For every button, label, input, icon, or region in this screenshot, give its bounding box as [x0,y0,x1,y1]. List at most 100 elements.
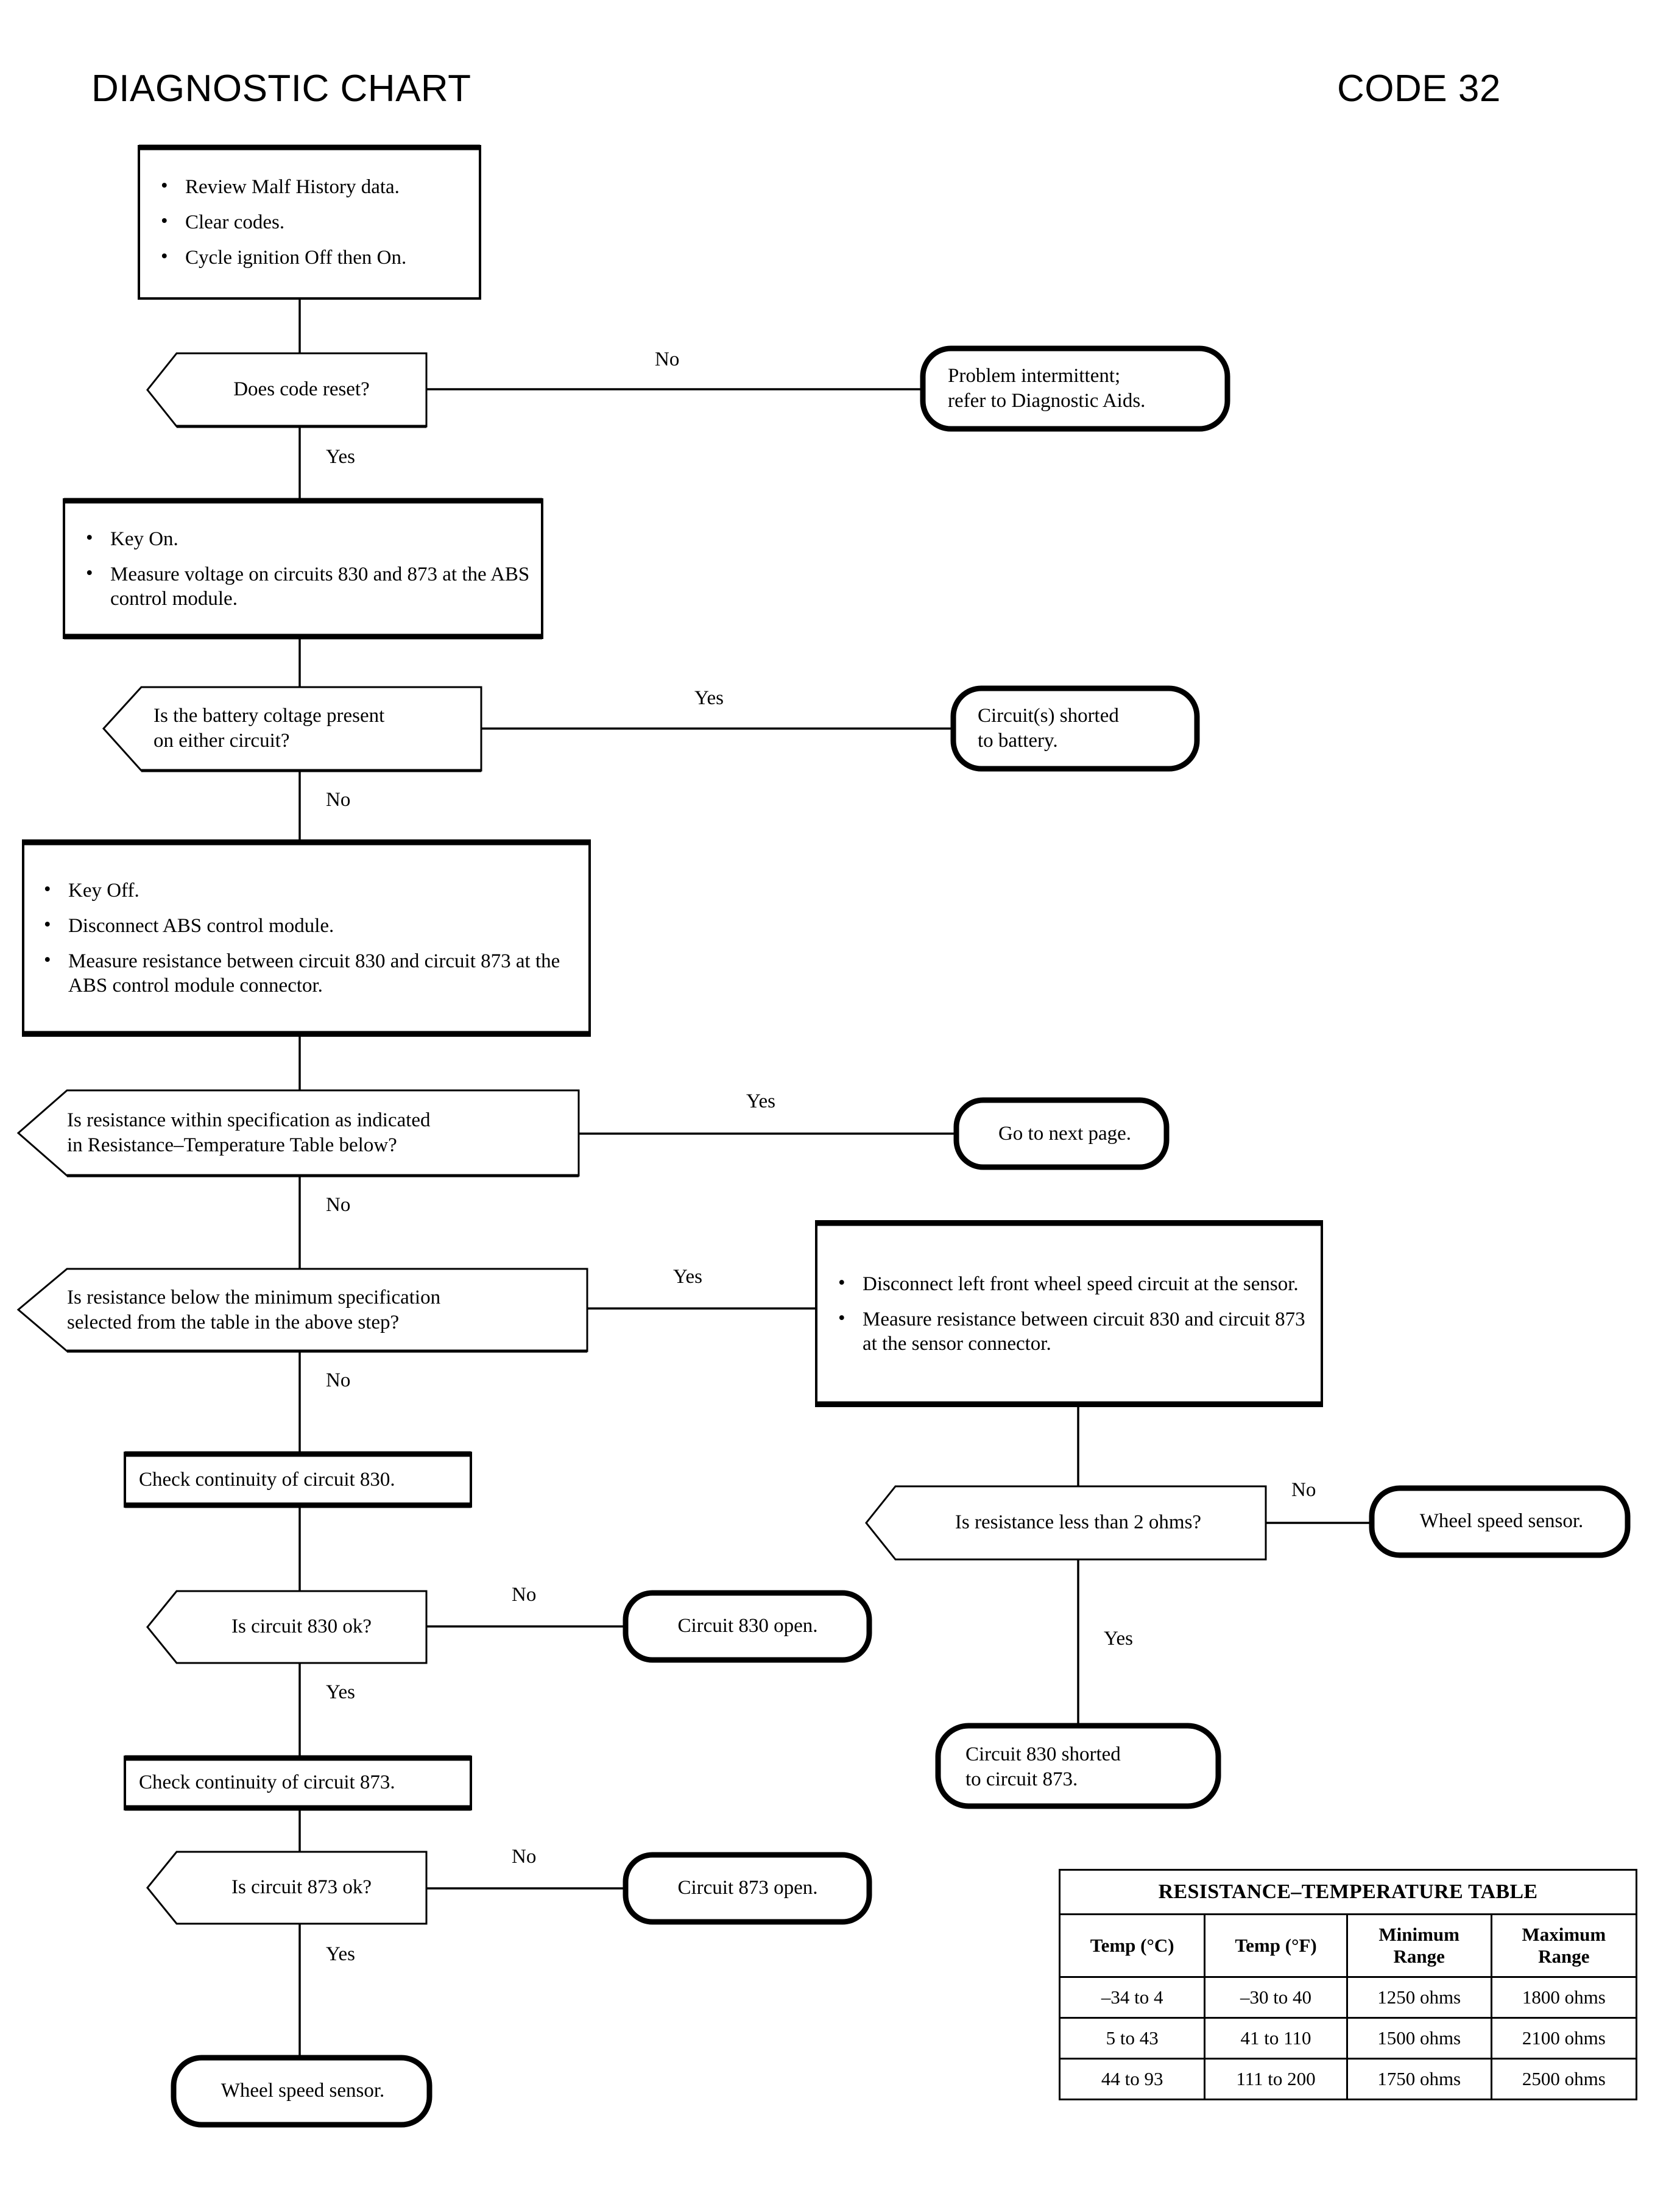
column-header-maximum-range: Maximum Range [1490,1913,1638,1978]
decision-circuit-873-ok: Is circuit 873 ok? [177,1853,426,1922]
column-header-temp-f: Temp (°F) [1204,1913,1348,1978]
cell-min-range: 1250 ohms [1346,1976,1492,2019]
list-item: Review Malf History data. [151,174,468,199]
cell-temp-f: 41 to 110 [1204,2017,1348,2060]
list-item: Measure voltage on circuits 830 and 873 … [76,561,536,612]
edge-label-below-min-no: No [326,1369,351,1391]
terminator-shape-shorted-battery [950,685,1200,772]
decision-circuit-830-ok: Is circuit 830 ok? [177,1592,426,1662]
cell-temp-c: –34 to 4 [1058,1976,1206,2019]
decision-label: Is resistance less than 2 ohms? [955,1511,1202,1534]
terminator-line: Circuit 830 open. [677,1615,818,1637]
cell-max-range: 2100 ohms [1490,2017,1638,2060]
decision-less-than-2-ohms: Is resistance less than 2 ohms? [895,1488,1261,1558]
edge-label-within-spec-no: No [326,1194,351,1216]
edge-label-ohms-no: No [1291,1479,1316,1501]
table-title: RESISTANCE–TEMPERATURE TABLE [1059,1869,1637,1915]
list-item: Disconnect ABS control module. [34,913,582,938]
terminator-shape-wheel-sensor-right [1369,1485,1631,1558]
edge-label-below-min-yes: Yes [673,1266,703,1288]
terminator-shape-wheel-sensor-left [171,2055,432,2128]
terminator-line: to circuit 873. [965,1768,1078,1790]
edge-label-ohms-yes: Yes [1104,1628,1134,1650]
decision-label: Is circuit 873 ok? [231,1876,372,1899]
terminator-wheel-speed-sensor-left: Wheel speed sensor. [190,2061,415,2122]
edge-label-within-spec-yes: Yes [746,1090,776,1112]
column-header-minimum-range: Minimum Range [1346,1913,1492,1978]
start-steps-list: Review Malf History data. Clear codes. C… [151,174,468,270]
decision-line: selected from the table in the above ste… [67,1312,400,1333]
terminator-line: Wheel speed sensor. [221,2080,385,2102]
list-item: Disconnect left front wheel speed circui… [828,1271,1316,1296]
terminator-line: Problem intermittent; [948,364,1121,387]
terminator-problem-intermittent: Problem intermittent; refer to Diagnosti… [948,352,1222,425]
process-start-steps: Review Malf History data. Clear codes. C… [151,154,468,291]
cell-min-range: 1500 ohms [1346,2017,1492,2060]
list-item: Key On. [76,526,536,551]
cell-temp-c: 5 to 43 [1058,2017,1206,2060]
terminator-shape-next-page [953,1097,1170,1170]
edge-label-code-reset-no: No [655,348,680,370]
terminator-line: Circuit 830 shorted [965,1743,1121,1765]
process-label: Check continuity of circuit 830. [139,1469,395,1491]
resistance-temperature-table: RESISTANCE–TEMPERATURE TABLE Temp (°C) T… [1058,1869,1638,2100]
process-label: Check continuity of circuit 873. [139,1771,395,1794]
process-disconnect-sensor: Disconnect left front wheel speed circui… [828,1234,1316,1394]
list-item: Cycle ignition Off then On. [151,244,468,270]
key-off-list: Key Off. Disconnect ABS control module. … [34,877,582,998]
column-header-temp-c: Temp (°C) [1058,1913,1206,1978]
terminator-line: refer to Diagnostic Aids. [948,390,1146,412]
cell-temp-f: –30 to 40 [1204,1976,1348,2019]
terminator-circuit-830-open: Circuit 830 open. [643,1596,853,1657]
list-item: Clear codes. [151,209,468,235]
cell-min-range: 1750 ohms [1346,2058,1492,2100]
terminator-shape-830-shorted-873 [935,1723,1221,1809]
decision-label: Does code reset? [233,378,370,401]
list-item: Measure resistance between circuit 830 a… [828,1306,1316,1357]
edge-label-830-no: No [512,1584,537,1606]
edge-label-830-yes: Yes [326,1681,356,1703]
process-shape-key-off [22,839,591,1037]
terminator-line: Go to next page. [998,1123,1132,1145]
decision-line: Is resistance within specification as in… [67,1109,431,1131]
decision-shape-873-ok [146,1851,428,1925]
terminator-wheel-speed-sensor-right: Wheel speed sensor. [1389,1491,1614,1552]
table-header-row: Temp (°C) Temp (°F) Minimum Range Maximu… [1058,1913,1638,1978]
edge-label-873-no: No [512,1846,537,1868]
decision-below-minimum: Is resistance below the minimum specific… [67,1271,582,1349]
cell-temp-f: 111 to 200 [1204,2058,1348,2100]
terminator-830-shorted-to-873: Circuit 830 shorted to circuit 873. [965,1730,1209,1804]
list-item: Key Off. [34,877,582,903]
table-row: –34 to 4 –30 to 40 1250 ohms 1800 ohms [1058,1976,1638,2019]
disconnect-sensor-list: Disconnect left front wheel speed circui… [828,1271,1316,1357]
table-row: 44 to 93 111 to 200 1750 ohms 2500 ohms [1058,2058,1638,2100]
terminator-line: Circuit 873 open. [677,1877,818,1899]
edge-label-battery-yes: Yes [694,687,724,709]
edge-label-code-reset-yes: Yes [326,446,356,468]
cell-max-range: 2500 ohms [1490,2058,1638,2100]
process-key-off: Key Off. Disconnect ABS control module. … [34,853,582,1023]
process-key-on: Key On. Measure voltage on circuits 830 … [76,510,536,627]
terminator-line: Circuit(s) shorted [978,704,1119,727]
decision-label: Is circuit 830 ok? [231,1615,372,1638]
terminator-shape-830-open [623,1590,872,1663]
decision-does-code-reset: Does code reset? [177,353,426,426]
table-row: 5 to 43 41 to 110 1500 ohms 2100 ohms [1058,2017,1638,2060]
terminator-go-to-next-page: Go to next page. [973,1104,1156,1165]
decision-line: in Resistance–Temperature Table below? [67,1134,397,1156]
list-item: Measure resistance between circuit 830 a… [34,948,582,998]
decision-within-specification: Is resistance within specification as in… [67,1093,573,1173]
decision-battery-voltage: Is the battery coltage present on either… [154,690,470,768]
terminator-circuits-shorted-battery: Circuit(s) shorted to battery. [978,691,1203,766]
terminator-line: to battery. [978,730,1058,752]
cell-temp-c: 44 to 93 [1058,2058,1206,2100]
process-check-continuity-873: Check continuity of circuit 873. [139,1759,459,1807]
decision-line: Is the battery coltage present [154,704,385,727]
decision-line: on either circuit? [154,730,290,752]
decision-shape-830-ok [146,1590,428,1664]
table-title-row: RESISTANCE–TEMPERATURE TABLE [1059,1869,1637,1915]
terminator-circuit-873-open: Circuit 873 open. [643,1858,853,1919]
decision-shape-less-2-ohms [865,1485,1267,1561]
edge-label-battery-no: No [326,789,351,811]
